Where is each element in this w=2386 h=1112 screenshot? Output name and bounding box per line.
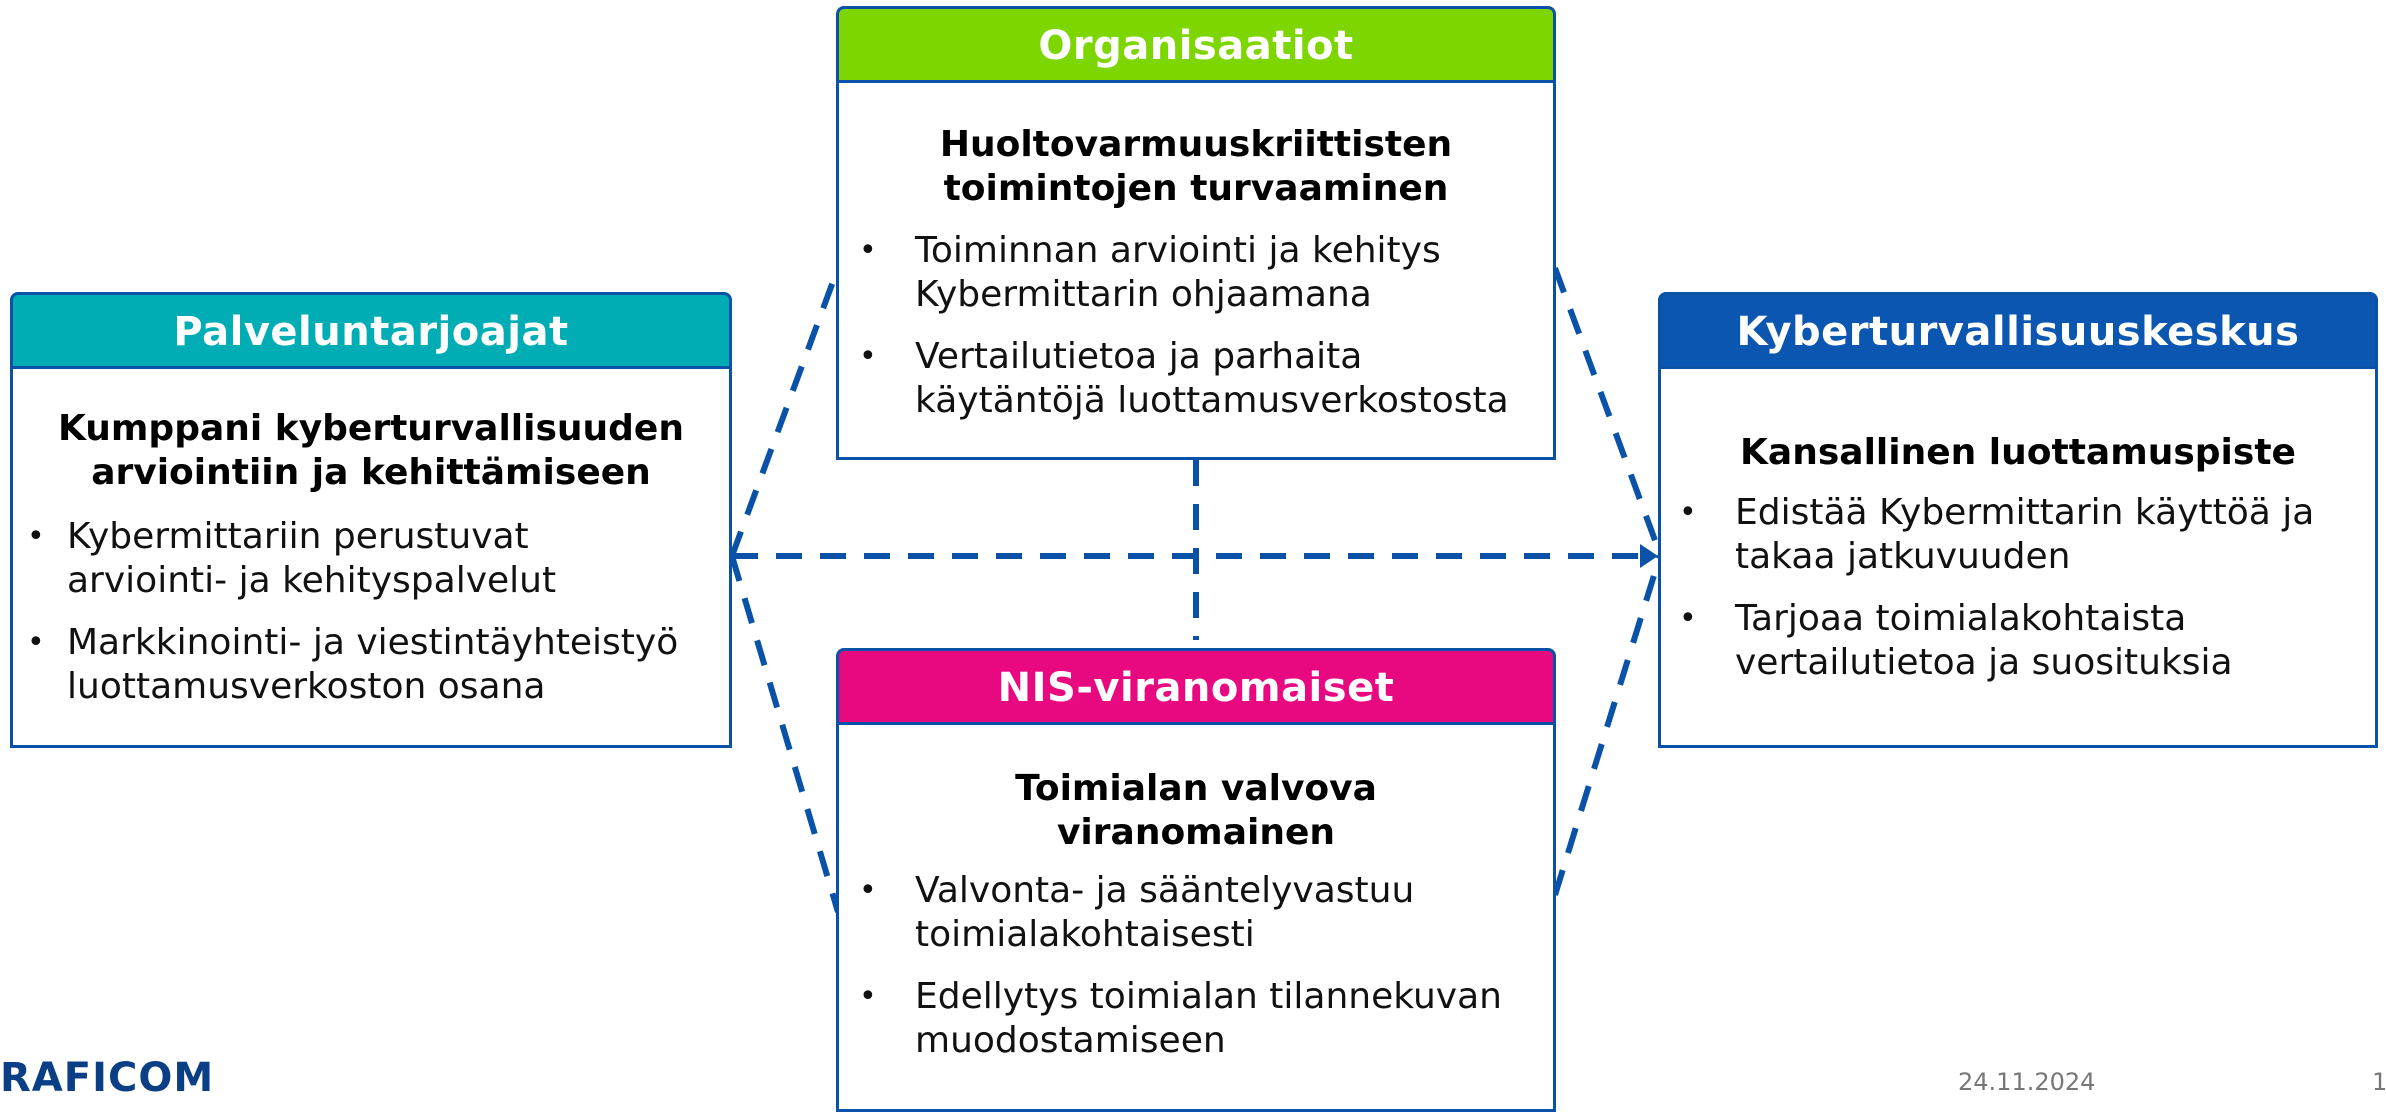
page-number: 1: [2372, 1068, 2386, 1096]
footer-date: 24.11.2024: [1958, 1068, 2096, 1096]
list-item: • Valvonta- ja sääntelyvastuu toimialako…: [859, 869, 1549, 957]
bullet-icon: •: [859, 979, 877, 1014]
palveluntarjoajat-bullets: • Kybermittariin perustuvat arviointi- j…: [27, 515, 727, 727]
traficom-logo: RAFICOM: [0, 1055, 215, 1101]
bullet-text: Markkinointi- ja viestintäyhteistyö: [67, 622, 679, 663]
bullet-icon: •: [859, 339, 877, 374]
organisaatiot-bullets: • Toiminnan arviointi ja kehitys Kybermi…: [859, 229, 1549, 441]
bullet-text: Kybermittarin ohjaamana: [915, 274, 1372, 315]
bullet-text: takaa jatkuvuuden: [1735, 536, 2071, 577]
bullet-text: luottamusverkoston osana: [67, 666, 546, 707]
list-item: • Edellytys toimialan tilannekuvan muodo…: [859, 975, 1549, 1063]
nis-box: Toimialan valvova viranomainen • Valvont…: [836, 722, 1556, 1112]
list-item: • Kybermittariin perustuvat arviointi- j…: [27, 515, 727, 603]
palveluntarjoajat-subtitle-line2: arviointiin ja kehittämiseen: [91, 452, 651, 493]
palveluntarjoajat-subtitle: Kumppani kyberturvallisuuden arviointiin…: [13, 407, 729, 495]
nis-bullets: • Valvonta- ja sääntelyvastuu toimialako…: [859, 869, 1549, 1081]
bullet-text: Tarjoaa toimialakohtaista: [1735, 598, 2187, 639]
bullet-text: muodostamiseen: [915, 1020, 1226, 1061]
organisaatiot-subtitle: Huoltovarmuuskriittisten toimintojen tur…: [839, 123, 1553, 211]
bullet-text: arviointi- ja kehityspalvelut: [67, 560, 557, 601]
bullet-text: käytäntöjä luottamusverkostosta: [915, 380, 1509, 421]
kyber-bullets: • Edistää Kybermittarin käyttöä ja takaa…: [1679, 491, 2373, 703]
bullet-icon: •: [27, 625, 45, 660]
kyber-title: Kyberturvallisuuskeskus: [1736, 308, 2300, 355]
bullet-text: Valvonta- ja sääntelyvastuu: [915, 870, 1415, 911]
bullet-text: vertailutietoa ja suosituksia: [1735, 642, 2233, 683]
organisaatiot-title: Organisaatiot: [1038, 22, 1354, 69]
nis-subtitle: Toimialan valvova viranomainen: [839, 767, 1553, 855]
connector-left-bottom: [729, 555, 841, 913]
organisaatiot-header: Organisaatiot: [836, 6, 1556, 82]
nis-title: NIS-viranomaiset: [997, 664, 1395, 711]
organisaatiot-box: Huoltovarmuuskriittisten toimintojen tur…: [836, 80, 1556, 460]
bullet-icon: •: [1679, 601, 1697, 636]
bullet-text: Vertailutietoa ja parhaita: [915, 336, 1363, 377]
kyber-subtitle-line1: Kansallinen luottamuspiste: [1740, 432, 2296, 473]
connector-left-top: [729, 266, 841, 558]
bullet-text: Edellytys toimialan tilannekuvan: [915, 976, 1502, 1017]
list-item: • Markkinointi- ja viestintäyhteistyö lu…: [27, 621, 727, 709]
nis-header: NIS-viranomaiset: [836, 648, 1556, 724]
bullet-icon: •: [859, 873, 877, 908]
bullet-icon: •: [1679, 495, 1697, 530]
kyber-box: Kansallinen luottamuspiste • Edistää Kyb…: [1658, 366, 2378, 748]
bullet-icon: •: [859, 233, 877, 268]
list-item: • Vertailutietoa ja parhaita käytäntöjä …: [859, 335, 1549, 423]
arrow-head-right: [1640, 544, 1658, 568]
organisaatiot-subtitle-line2: toimintojen turvaaminen: [943, 168, 1449, 209]
kyber-header: Kyberturvallisuuskeskus: [1658, 292, 2378, 368]
connector-right-top: [1552, 266, 1663, 556]
palveluntarjoajat-header: Palveluntarjoajat: [10, 292, 732, 368]
organisaatiot-subtitle-line1: Huoltovarmuuskriittisten: [939, 124, 1453, 165]
palveluntarjoajat-box: Kumppani kyberturvallisuuden arviointiin…: [10, 366, 732, 748]
nis-subtitle-line1: Toimialan valvova: [1015, 768, 1377, 809]
bullet-text: toimialakohtaisesti: [915, 914, 1255, 955]
list-item: • Edistää Kybermittarin käyttöä ja takaa…: [1679, 491, 2373, 579]
bullet-text: Kybermittariin perustuvat: [67, 516, 529, 557]
connector-right-bottom: [1552, 555, 1663, 896]
bullet-icon: •: [27, 519, 45, 554]
kyber-subtitle: Kansallinen luottamuspiste: [1661, 431, 2375, 475]
nis-subtitle-line2: viranomainen: [1056, 812, 1336, 853]
palveluntarjoajat-title: Palveluntarjoajat: [173, 308, 569, 355]
list-item: • Toiminnan arviointi ja kehitys Kybermi…: [859, 229, 1549, 317]
palveluntarjoajat-subtitle-line1: Kumppani kyberturvallisuuden: [58, 408, 684, 449]
bullet-text: Edistää Kybermittarin käyttöä ja: [1735, 492, 2315, 533]
list-item: • Tarjoaa toimialakohtaista vertailutiet…: [1679, 597, 2373, 685]
bullet-text: Toiminnan arviointi ja kehitys: [915, 230, 1441, 271]
